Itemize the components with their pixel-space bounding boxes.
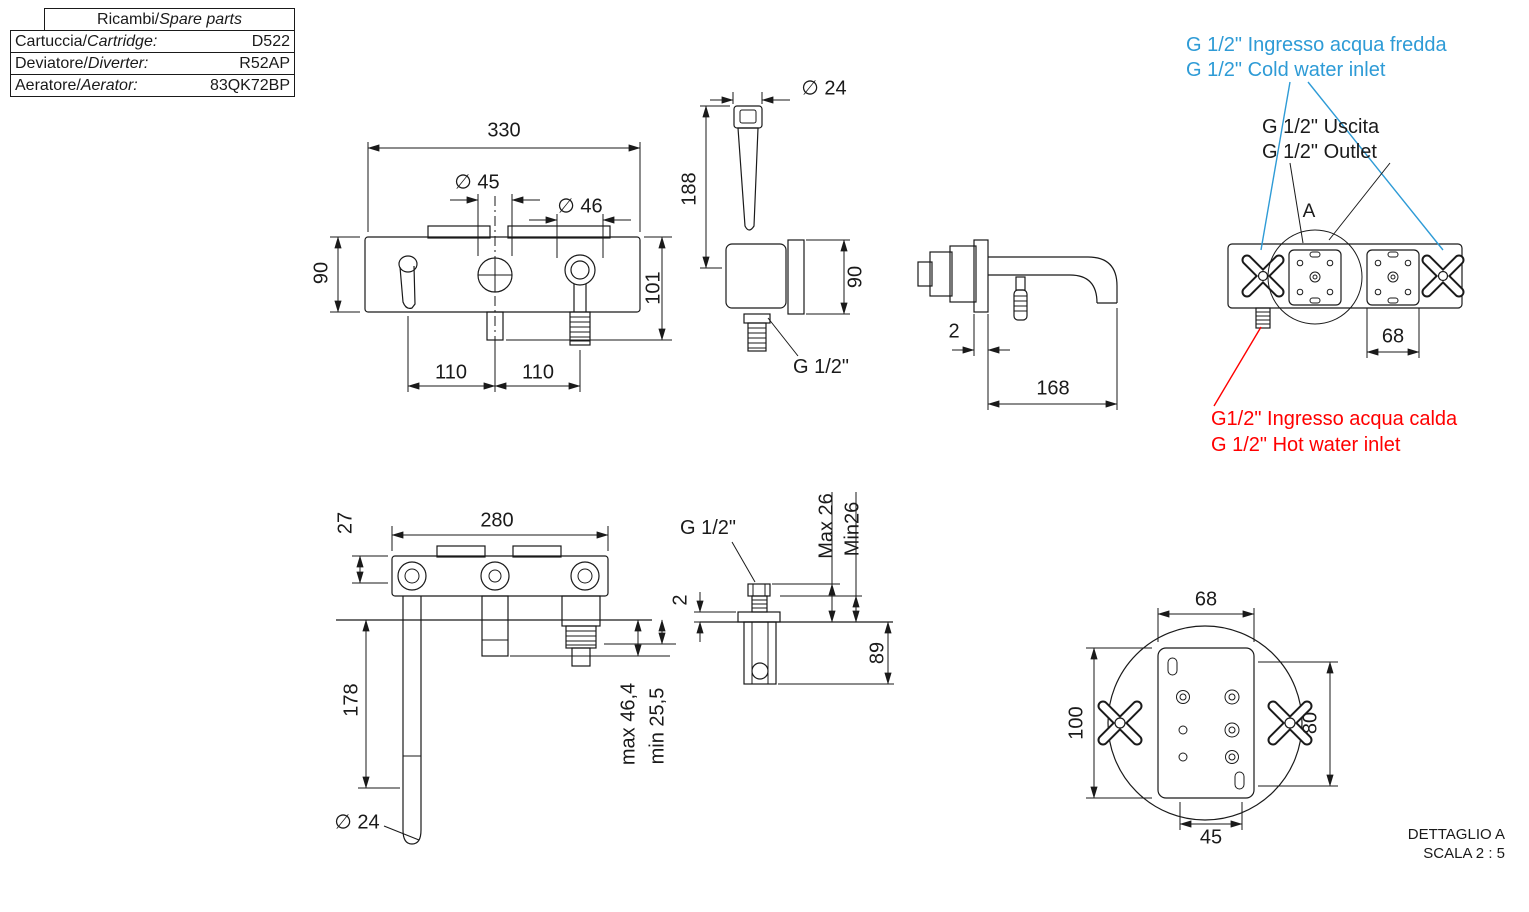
cartridge-label: Cartuccia/Cartridge: (15, 32, 158, 50)
plan-view-drawing (336, 545, 652, 845)
front-view-dimension-lines (330, 142, 672, 392)
thread-label-side: G 1/2" (793, 356, 850, 378)
dim-section-plate-thickness: 2 (669, 594, 692, 606)
detail-a-drawing (1097, 625, 1313, 821)
detail-a-callout-circle (1267, 229, 1363, 325)
cartridge-code: D522 (251, 32, 290, 50)
hot-inlet-knurl (1256, 311, 1270, 325)
aerator-knurl (566, 630, 596, 646)
spare-parts-header: Ricambi/Spare parts (44, 8, 295, 31)
diverter-code: R52AP (239, 54, 290, 72)
thread-knurl (752, 599, 767, 609)
dim-plan-width: 280 (480, 509, 514, 532)
dim-hose-drop: 178 (340, 683, 363, 717)
outlet-label-it: G 1/2" Uscita (1262, 116, 1380, 138)
dim-above-max: Max 26 (815, 493, 838, 559)
plan-view-dimension-lines (352, 526, 676, 841)
dim-plan-offset: 27 (334, 511, 357, 535)
detail-caption-scale: SCALA 2 : 5 (1423, 845, 1505, 862)
shower-hose-knurl (748, 327, 766, 349)
dim-cartridge-diameter: ∅ 45 (454, 171, 500, 194)
outlet-leader-left (1289, 162, 1304, 244)
header-label-italic: Spare parts (159, 10, 242, 28)
dim-below-counter: 89 (866, 641, 889, 665)
hot-water-leader (1213, 326, 1262, 407)
section-view-drawing (700, 541, 893, 685)
handshower-side-view-drawing (725, 105, 805, 352)
dim-side-plate-height: 90 (844, 265, 867, 289)
cold-water-leader-right (1307, 81, 1444, 251)
dim-hose-diameter: ∅ 24 (334, 811, 380, 834)
header-label: Ricambi/ (97, 10, 160, 28)
dim-front-height-right: 101 (642, 271, 665, 305)
spout-side-view-drawing (917, 239, 1118, 321)
spare-parts-table: Ricambi/Spare parts Cartuccia/Cartridge:… (10, 8, 295, 97)
thread-label-section: G 1/2" (680, 517, 737, 539)
aerator-label: Aeratore/Aerator: (15, 76, 138, 94)
dim-inlet-plate-width: 68 (1381, 325, 1405, 348)
dim-detail-width: 68 (1194, 588, 1218, 611)
hot-water-inlet-label-en: G 1/2" Hot water inlet (1211, 434, 1401, 456)
temp-handle-knurl (1014, 295, 1027, 312)
hose-knurl (570, 316, 590, 342)
spout-dimension-lines (952, 308, 1118, 410)
dim-pitch-left: 110 (435, 361, 467, 384)
dim-handshower-diameter: ∅ 24 (801, 77, 847, 100)
dim-detail-pitch-horizontal: 45 (1199, 826, 1223, 849)
diverter-label: Deviatore/Diverter: (15, 54, 149, 72)
dim-detail-height: 100 (1065, 706, 1088, 740)
dim-spout-plate-thickness: 2 (948, 320, 960, 343)
dim-pitch-right: 110 (522, 361, 554, 384)
dim-detail-pitch-vertical: 80 (1299, 711, 1322, 735)
section-view-dimension-lines (694, 492, 894, 685)
outlet-label-en: G 1/2" Outlet (1262, 141, 1377, 163)
aerator-code: 83QK72BP (209, 76, 290, 94)
detail-a-marker: A (1302, 201, 1316, 222)
dim-front-width: 330 (487, 119, 521, 142)
dim-spout-reach: 168 (1036, 377, 1070, 400)
hot-water-inlet-label-it: G1/2" Ingresso acqua calda (1211, 408, 1458, 430)
cartridge-row: Cartuccia/Cartridge: D522 (10, 30, 295, 53)
outlet-leader-right (1328, 162, 1391, 241)
detail-caption-title: DETTAGLIO A (1407, 826, 1505, 843)
dim-handshower-length: 188 (678, 172, 701, 206)
front-view-drawing (364, 196, 641, 348)
dim-diverter-diameter: ∅ 46 (557, 195, 603, 218)
inlet-outlet-view-drawing (1227, 229, 1465, 329)
inlet-view-dimension-lines (1366, 308, 1420, 358)
cold-water-inlet-label-en: G 1/2" Cold water inlet (1186, 59, 1386, 81)
aerator-row: Aeratore/Aerator: 83QK72BP (10, 74, 295, 97)
dim-front-height: 90 (310, 261, 333, 285)
dim-depth-max: max 46,4 (617, 682, 640, 766)
cold-water-leader-left (1260, 81, 1291, 251)
handshower-dimension-lines (700, 92, 850, 357)
detail-a-dimension-lines (1086, 608, 1338, 830)
thread-leader (731, 541, 756, 583)
diverter-row: Deviatore/Diverter: R52AP (10, 52, 295, 75)
annotation-leader-lines (1213, 81, 1444, 407)
dim-depth-min: min 25,5 (646, 687, 669, 765)
dim-above-min: Min26 (841, 501, 864, 557)
cold-water-inlet-label-it: G 1/2" Ingresso acqua fredda (1186, 34, 1447, 56)
